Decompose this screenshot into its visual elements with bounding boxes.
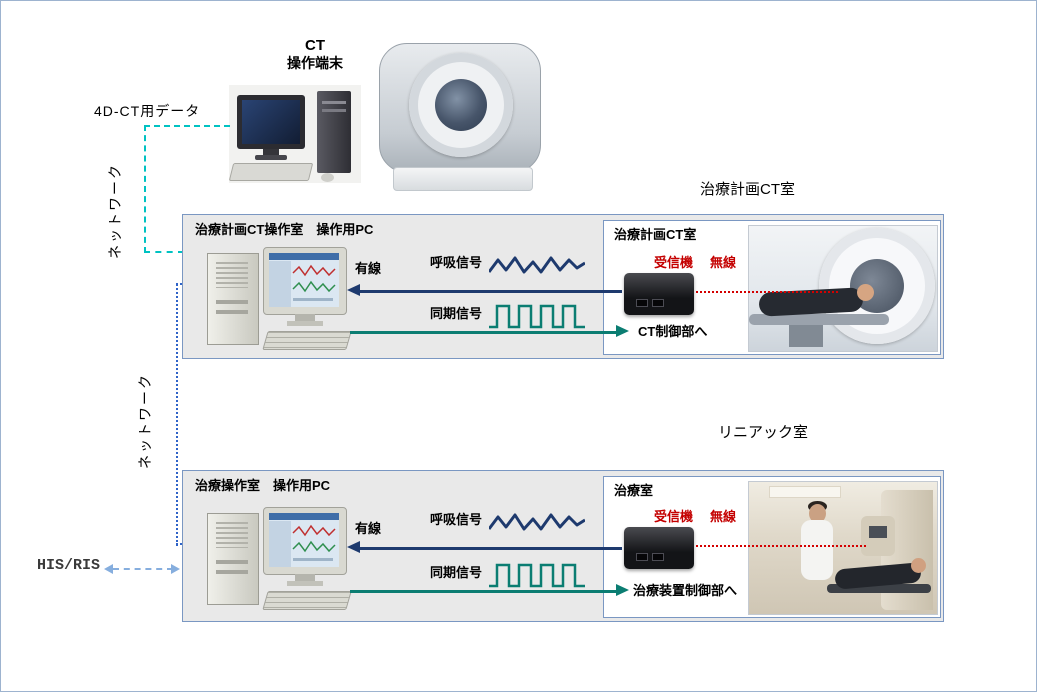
respiration-arrowhead <box>347 284 360 296</box>
treatment-room-box: 治療室 受信機 無線 <box>603 476 941 618</box>
respiration-label: 呼吸信号 <box>430 512 483 527</box>
treatment-panel: 治療操作室 操作用PC 治療室 受信機 無線 <box>182 470 944 622</box>
respiration-wave-icon <box>489 513 585 531</box>
photo-linac-panel <box>869 526 887 538</box>
operator-pc-image <box>207 241 352 353</box>
ct-room-photo <box>748 225 938 352</box>
sync-label: 同期信号 <box>430 306 483 321</box>
ct-scanner-bore <box>435 79 487 131</box>
respiration-line <box>360 290 622 293</box>
sync-line <box>350 590 616 593</box>
pc-monitor <box>263 507 347 575</box>
pc-tower <box>207 253 259 345</box>
ct-scanner-base <box>393 167 533 191</box>
receiver-port <box>636 299 648 307</box>
network-label-middle: ネットワーク <box>137 373 153 469</box>
ct-scanner-ring <box>409 53 513 157</box>
control-destination-label: 治療装置制御部へ <box>633 583 738 598</box>
respiration-label: 呼吸信号 <box>430 255 483 270</box>
network-label-top: ネットワーク <box>107 163 123 259</box>
pc-screen <box>269 253 339 307</box>
pc-tower-vents <box>216 522 248 548</box>
wireless-link-line <box>696 291 838 293</box>
ct-operator-terminal-image <box>228 85 361 183</box>
respiration-line <box>360 547 622 550</box>
wireless-label: 無線 <box>710 509 737 524</box>
sync-label: 同期信号 <box>430 565 483 580</box>
control-destination-label: CT制御部へ <box>638 324 708 339</box>
panel-header-linac-room: リニアック室 <box>718 424 809 441</box>
ct-terminal-label-line2: 操作端末 <box>287 55 343 71</box>
linac-room-photo <box>748 481 938 615</box>
pc-keyboard <box>262 591 352 610</box>
photo-patient-head <box>857 284 874 301</box>
pc-drive-slot <box>216 300 248 304</box>
room-title: 治療室 <box>614 483 654 498</box>
ct-scanner-image <box>375 37 549 191</box>
pc-monitor-stand <box>295 574 315 581</box>
terminal-monitor-base <box>255 155 287 160</box>
ct-room-box: 治療計画CT室 受信機 無線 <box>603 220 941 355</box>
receiver-port <box>636 553 648 561</box>
respiration-arrowhead <box>347 541 360 553</box>
network-line-lan-horizontal <box>144 125 230 127</box>
his-ris-label: HIS/RIS <box>37 557 101 574</box>
pc-keyboard <box>262 331 352 350</box>
terminal-keyboard <box>228 163 314 181</box>
pc-monitor-base <box>287 321 323 326</box>
ct-terminal-label-line1: CT <box>305 37 325 54</box>
sync-wave-icon <box>489 304 585 329</box>
ct-planning-panel: 治療計画CT操作室 操作用PC 治療計画CT室 受信機 無線 <box>182 214 944 359</box>
photo-patient-table <box>749 314 889 325</box>
sync-arrowhead <box>616 584 629 596</box>
receiver-port <box>652 299 664 307</box>
terminal-monitor-stand <box>263 149 279 155</box>
receiver-label: 受信機 <box>654 509 694 524</box>
photo-treatment-couch <box>827 584 931 593</box>
wireless-label: 無線 <box>710 255 737 270</box>
terminal-tower <box>317 91 351 173</box>
photo-therapist-body <box>801 520 833 580</box>
respiration-wave-icon <box>489 256 585 274</box>
4dct-data-label: 4D-CT用データ <box>94 103 201 119</box>
sync-line <box>350 331 616 334</box>
network-line-backbone-vertical <box>176 284 178 546</box>
pc-monitor <box>263 247 347 315</box>
wired-label: 有線 <box>355 521 382 536</box>
wireless-link-line <box>696 545 866 547</box>
sync-wave-icon <box>489 563 585 588</box>
sync-arrowhead <box>616 325 629 337</box>
receiver-image <box>624 273 694 315</box>
pc-tower-vents <box>216 262 248 288</box>
pc-monitor-base <box>287 581 323 586</box>
network-line-lan-vertical <box>144 125 146 253</box>
ct-terminal-label: CT 操作端末 <box>269 37 361 72</box>
pc-screen <box>269 513 339 567</box>
photo-therapist-head <box>809 504 826 523</box>
his-ris-arrowhead-left <box>104 564 113 574</box>
receiver-label: 受信機 <box>654 255 694 270</box>
room-title: 治療計画CT室 <box>614 227 697 242</box>
pc-tower <box>207 513 259 605</box>
photo-patient-head <box>911 558 926 573</box>
pc-drive-slot <box>216 560 248 564</box>
receiver-port <box>652 553 664 561</box>
pc-drive-slot <box>216 310 248 314</box>
terminal-monitor <box>237 95 305 149</box>
operator-room-title: 治療計画CT操作室 操作用PC <box>195 222 374 237</box>
network-line-lan-stub <box>144 251 184 253</box>
terminal-mouse <box>321 173 334 182</box>
wired-label: 有線 <box>355 261 382 276</box>
his-ris-arrowhead-right <box>171 564 180 574</box>
panel-header-ct-room: 治療計画CT室 <box>700 181 795 198</box>
operator-room-title: 治療操作室 操作用PC <box>195 478 331 493</box>
receiver-image <box>624 527 694 569</box>
terminal-screen <box>242 100 300 144</box>
pc-monitor-stand <box>295 314 315 321</box>
operator-pc-image <box>207 501 352 613</box>
his-ris-link-line <box>113 568 173 570</box>
pc-drive-slot <box>216 570 248 574</box>
photo-ceiling-light <box>769 486 841 498</box>
photo-table-pedestal <box>789 325 823 347</box>
